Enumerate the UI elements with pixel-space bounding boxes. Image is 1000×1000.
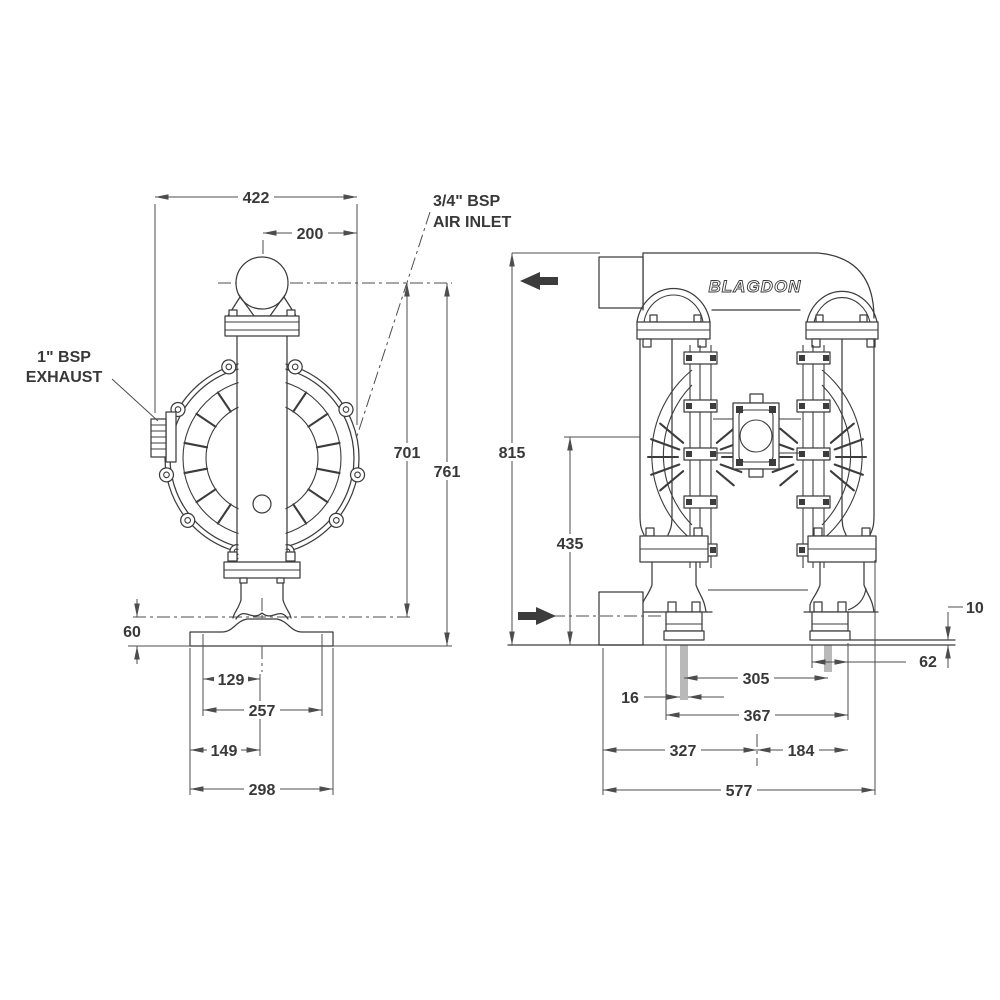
dim-side-overall-depth: 577 xyxy=(726,783,753,800)
exhaust-leader-line xyxy=(111,378,159,422)
dim-front-centre-to-base-edge: 149 xyxy=(211,743,238,760)
chamber-cap-arches xyxy=(636,287,878,323)
right-band-fins xyxy=(768,422,868,492)
inlet-flow-arrow-icon xyxy=(518,607,556,625)
exhaust-callout-line2: EXHAUST xyxy=(26,369,103,386)
bottom-flange-assembly xyxy=(223,551,301,584)
dim-front-slot-to-centre: 129 xyxy=(218,672,245,689)
left-diaphragm-profile xyxy=(651,369,693,541)
dim-front-centre-to-edge: 200 xyxy=(297,226,324,243)
discharge-flow-arrow-icon xyxy=(520,272,558,290)
dim-side-foot-width: 62 xyxy=(919,654,937,671)
clamp-fins xyxy=(183,391,341,525)
mounting-base xyxy=(189,618,334,647)
dim-front-inlet-centre-height: 701 xyxy=(394,445,421,462)
air-inlet-callout-line2: AIR INLET xyxy=(433,214,511,231)
dim-front-overall-height: 761 xyxy=(434,464,461,481)
chamber-bases xyxy=(635,514,879,613)
air-valve xyxy=(713,393,801,478)
front-view-dimensions: 422 200 701 761 60 129 257 149 298 1" BS… xyxy=(26,188,511,799)
column-plug xyxy=(252,494,272,514)
dim-side-overall-height: 815 xyxy=(499,445,526,462)
clamp-bands xyxy=(646,345,868,568)
dim-front-base-width: 298 xyxy=(249,782,276,799)
dim-front-base-to-port-centre: 60 xyxy=(123,624,141,641)
inlet-port xyxy=(598,591,644,646)
top-flange xyxy=(224,315,300,337)
left-band-fins xyxy=(646,422,746,492)
band-lugs xyxy=(683,351,831,557)
dim-side-slot-spacing: 305 xyxy=(743,671,770,688)
right-foot-slot xyxy=(824,645,832,672)
right-diaphragm-profile xyxy=(821,369,863,541)
top-dome-assembly xyxy=(224,256,300,337)
dome xyxy=(235,256,289,310)
exhaust-port xyxy=(150,411,177,463)
dim-side-centre-to-feet-edge: 184 xyxy=(788,743,815,760)
mounting-feet xyxy=(663,601,851,700)
air-inlet-leader-line xyxy=(356,211,431,437)
air-inlet-callout-line1: 3/4" BSP xyxy=(433,193,501,210)
dim-front-slot-spacing: 257 xyxy=(249,703,276,720)
suction-port xyxy=(232,582,292,620)
dim-side-feet-overall: 367 xyxy=(744,708,771,725)
side-view: BLAGDON xyxy=(507,252,956,700)
front-view xyxy=(133,256,452,672)
dim-side-valve-centre-height: 435 xyxy=(557,536,584,553)
discharge-port xyxy=(598,256,644,309)
chamber-flanges xyxy=(636,314,879,348)
dim-front-overall-width: 422 xyxy=(243,190,270,207)
dim-side-inlet-to-centre: 327 xyxy=(670,743,697,760)
center-column xyxy=(236,335,288,563)
dim-side-foot-plate-thickness: 10 xyxy=(966,600,984,617)
dim-side-slot-width: 16 xyxy=(621,690,639,707)
pump-chambers xyxy=(639,338,875,541)
discharge-manifold xyxy=(598,252,875,319)
side-view-dimensions: 815 435 10 62 305 16 367 327 184 577 xyxy=(494,252,984,800)
exhaust-callout-line1: 1" BSP xyxy=(37,349,91,366)
left-foot-slot xyxy=(680,645,688,700)
brand-logo: BLAGDON xyxy=(709,277,802,296)
